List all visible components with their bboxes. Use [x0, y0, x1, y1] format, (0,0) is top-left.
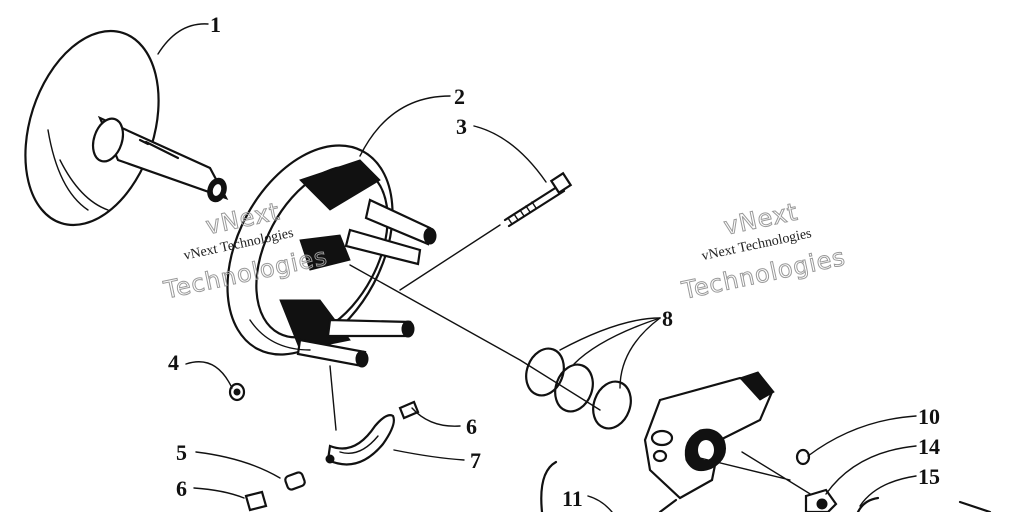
callout-11: 11: [562, 486, 583, 511]
part-edge-right: [958, 500, 992, 512]
callout-7: 7: [470, 448, 481, 473]
callout-6-upper: 6: [466, 414, 477, 439]
callout-6-lower: 6: [176, 476, 187, 501]
part-14-nut: [804, 488, 838, 512]
callout-1: 1: [210, 12, 221, 37]
callout-2: 2: [454, 84, 465, 109]
watermark-right: vNext vNext Technologies Technologies: [678, 197, 848, 305]
part-2-clutch-housing: [226, 144, 437, 368]
part-5-pin: [284, 471, 306, 491]
part-6-washer-lower: [244, 490, 268, 512]
callout-5: 5: [176, 440, 187, 465]
callout-14: 14: [918, 434, 940, 459]
part-4-nut: [228, 382, 246, 402]
part-15-washer: [856, 496, 880, 512]
leader-lines: [157, 23, 917, 512]
part-8-shims: [525, 347, 632, 430]
callout-3: 3: [456, 114, 467, 139]
spider-bracket: [643, 371, 775, 512]
callout-4: 4: [168, 350, 179, 375]
part-3-bolt: [503, 171, 573, 228]
part-1-sheave: [24, 29, 229, 227]
leader-2-to-7: [329, 365, 337, 431]
part-7-weight: [325, 414, 395, 466]
axis-right: [699, 451, 821, 501]
part-6-washer-upper: [398, 400, 420, 420]
callout-15: 15: [918, 464, 940, 489]
callout-10: 10: [918, 404, 940, 429]
part-11-spring: [540, 460, 558, 512]
part-10-bushing: [795, 448, 811, 466]
callout-8: 8: [662, 306, 673, 331]
